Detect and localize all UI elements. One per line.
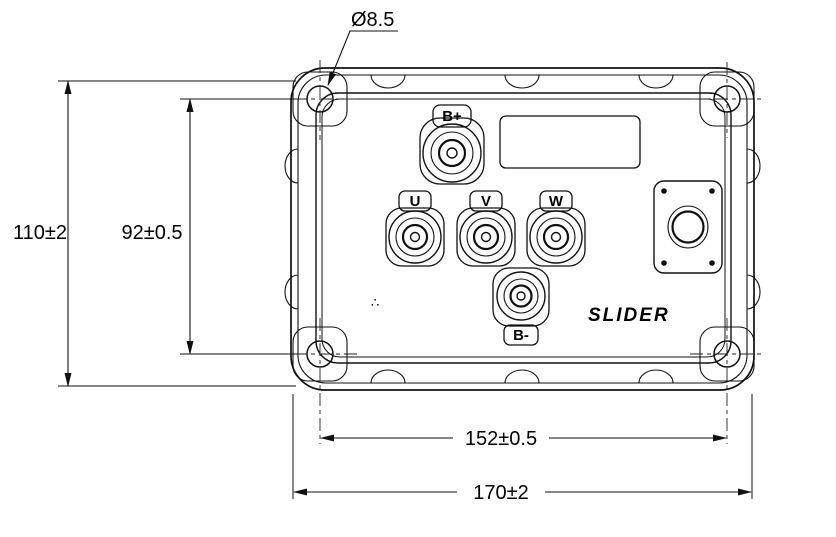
dim-hole-diameter: Ø8.5	[327, 9, 398, 86]
terminal-v-label: V	[481, 193, 491, 210]
connector-screw-dot	[709, 188, 715, 194]
terminal-u: U	[385, 190, 445, 267]
mounting-hole-top-right	[690, 62, 762, 138]
mounting-hole-bottom-right	[690, 318, 762, 444]
terminal-b-minus-label: B-	[513, 327, 529, 344]
terminal-b-plus: B+	[419, 104, 485, 185]
connector-screw-dot	[661, 260, 667, 266]
dim-hole-spacing-height: 92±0.5	[121, 98, 298, 355]
edge-clamp-bumps	[284, 74, 761, 384]
logo-text: SLIDER	[588, 305, 670, 326]
dim-label-hole-spacing-height: 92±0.5	[121, 222, 182, 244]
dim-overall-width: 170±2	[292, 394, 753, 504]
inner-panel-inner-outline	[321, 98, 726, 358]
terminal-v: V	[456, 190, 516, 267]
dim-label-hole-diameter: Ø8.5	[351, 9, 394, 31]
mold-mark: ∴	[371, 296, 379, 311]
dim-label-overall-height: 110±2	[13, 222, 67, 244]
terminal-b-minus: B-	[492, 267, 550, 346]
inner-panel-outline	[315, 92, 732, 364]
terminal-u-label: U	[410, 193, 421, 210]
terminal-w-label: W	[549, 193, 564, 210]
mounting-hole-top-left	[292, 60, 358, 140]
connector-screw-dot	[709, 260, 715, 266]
dim-label-overall-width: 170±2	[473, 482, 528, 504]
terminal-w: W	[526, 190, 586, 267]
nameplate-label	[499, 115, 641, 169]
mounting-holes	[292, 60, 762, 444]
dim-hole-spacing-width: 152±0.5	[320, 428, 727, 450]
signal-connector	[653, 180, 723, 274]
terminal-b-plus-label: B+	[442, 108, 462, 125]
dim-label-hole-spacing-width: 152±0.5	[465, 428, 537, 450]
enclosure-outline	[290, 67, 755, 391]
dim-overall-height: 110±2	[13, 80, 296, 387]
connector-screw-dot	[661, 188, 667, 194]
